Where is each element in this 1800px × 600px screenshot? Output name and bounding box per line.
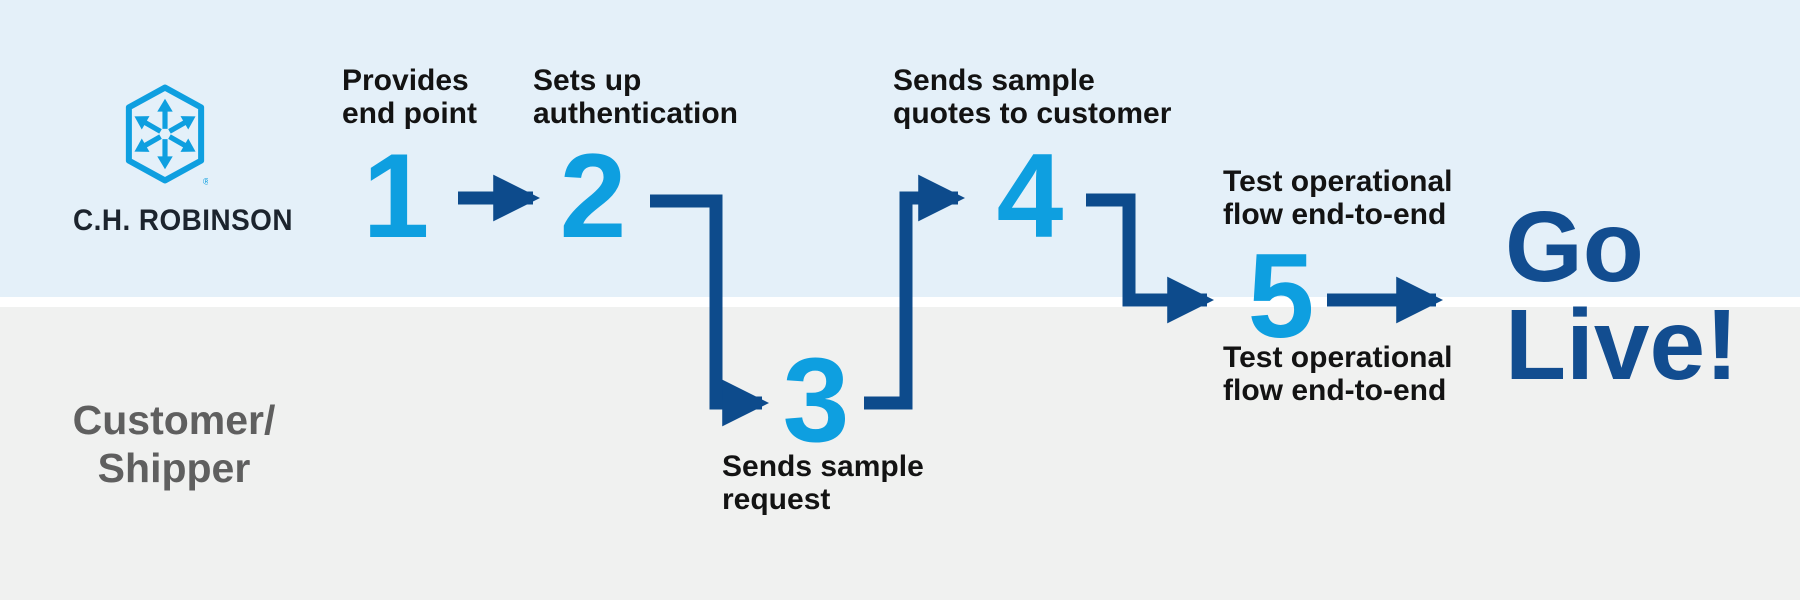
go-live-line: Live! xyxy=(1505,289,1739,401)
step-3-label: Sends sample request xyxy=(722,450,924,516)
step-1-number: 1 xyxy=(362,129,430,263)
chr-hexagon-icon: ® xyxy=(125,84,208,186)
step-2-number: 2 xyxy=(559,129,627,263)
step-1-label: Provides end point xyxy=(342,64,477,130)
step-5-number: 5 xyxy=(1247,229,1315,363)
registered-mark: ® xyxy=(203,177,208,186)
step-1-label-line: end point xyxy=(342,97,477,130)
step-2-label: Sets up authentication xyxy=(533,64,738,130)
step-3-label-line: request xyxy=(722,483,831,516)
step-5-label-line: flow end-to-end xyxy=(1223,374,1447,407)
lane-label-line: Shipper xyxy=(97,445,251,491)
step-5-label-line: flow end-to-end xyxy=(1223,198,1447,231)
step-4-number: 4 xyxy=(996,129,1064,263)
lane-label-customer: Customer/ Shipper xyxy=(38,396,310,492)
step-4-label-line: Sends sample xyxy=(893,64,1095,97)
step-2-label-line: authentication xyxy=(533,97,739,130)
step-5-label-line: Test operational xyxy=(1223,341,1453,374)
go-live-text: Go Live! xyxy=(1505,191,1739,401)
arrow-step3-to-step4 xyxy=(864,174,966,410)
brand-wordmark: C.H. ROBINSON xyxy=(73,204,293,237)
step-5-label-top: Test operational flow end-to-end xyxy=(1223,165,1452,231)
step-1-label-line: Provides xyxy=(342,64,469,97)
step-3-label-line: Sends sample xyxy=(722,450,924,483)
arrow-step2-to-step3 xyxy=(650,194,770,427)
step-3-number: 3 xyxy=(782,333,850,467)
lane-label-line: Customer/ xyxy=(72,397,276,443)
step-4-label-line: quotes to customer xyxy=(893,97,1172,130)
step-2-label-line: Sets up xyxy=(533,64,642,97)
step-5-label-bottom: Test operational flow end-to-end xyxy=(1223,341,1452,407)
go-live-line: Go xyxy=(1505,191,1644,303)
arrow-step4-to-step5 xyxy=(1086,193,1215,324)
step-4-label: Sends sample quotes to customer xyxy=(893,64,1171,130)
step-5-label-line: Test operational xyxy=(1223,165,1453,198)
